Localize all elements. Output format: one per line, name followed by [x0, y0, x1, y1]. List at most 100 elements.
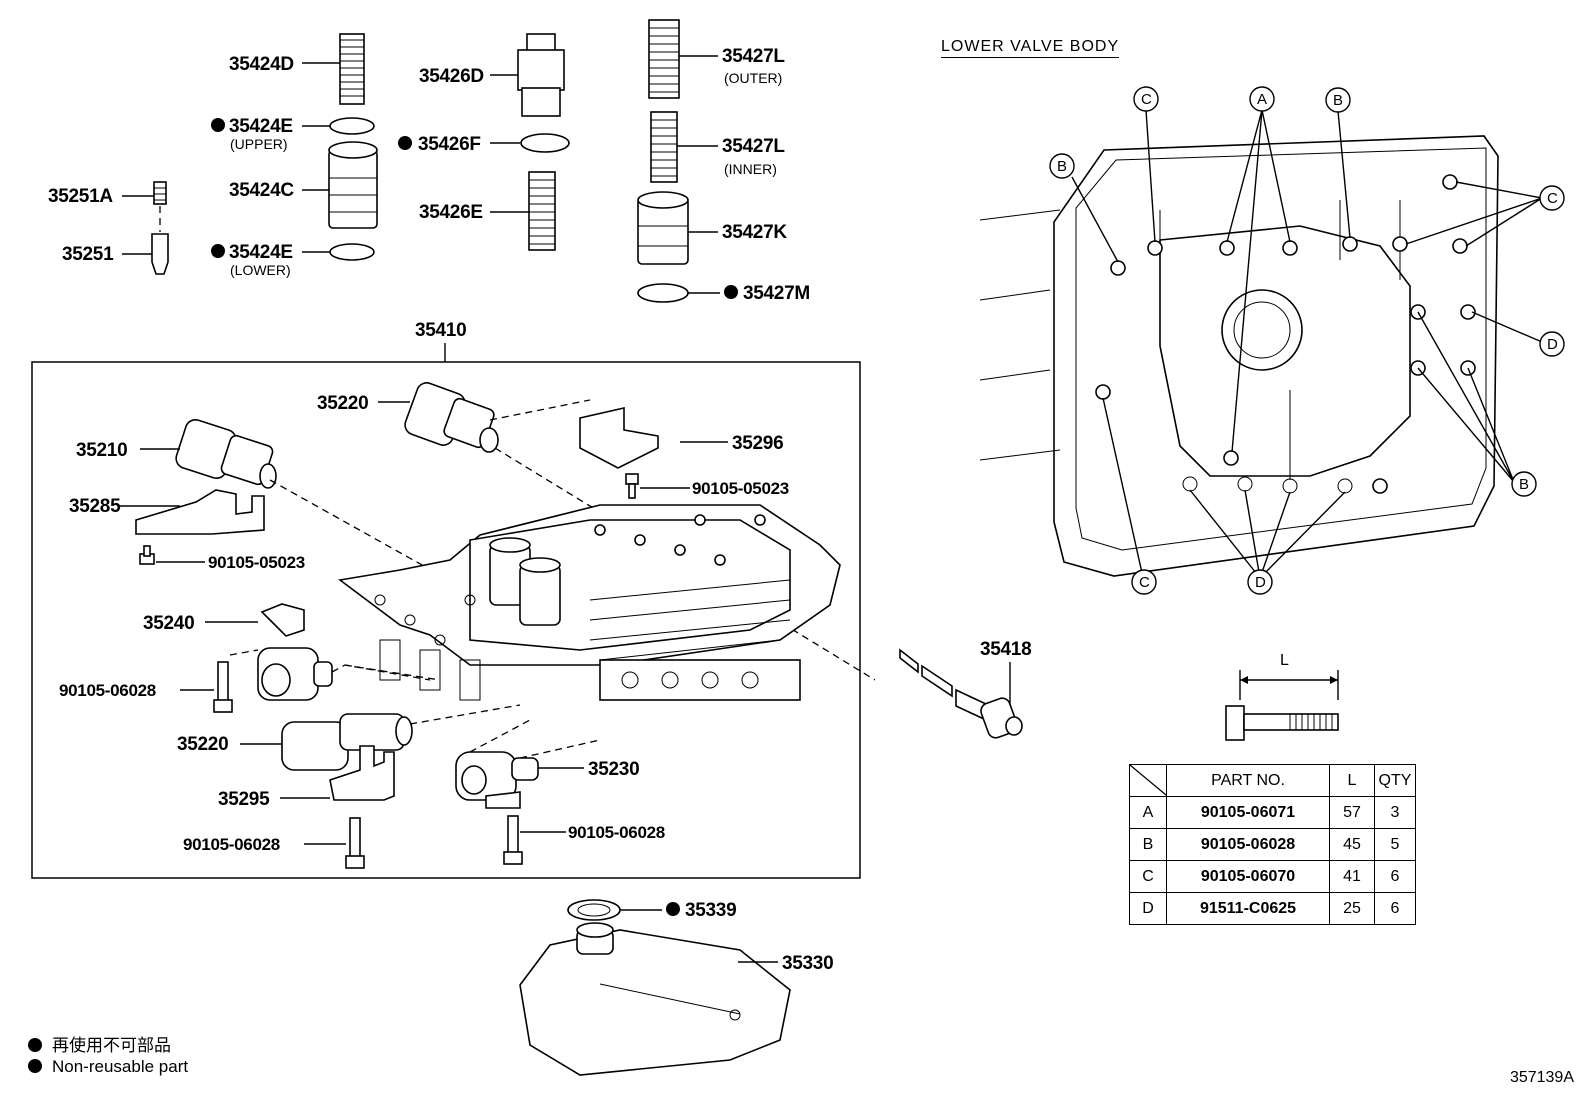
- sleeve-35424C: [328, 141, 378, 229]
- solenoid-35210: [175, 418, 277, 489]
- callout-B-top: B: [1333, 92, 1343, 109]
- label-bolt-35295: 90105-06028: [183, 835, 280, 854]
- table-row: D 91511-C0625 25 6: [1129, 892, 1416, 925]
- legend-en-text: Non-reusable part: [52, 1057, 189, 1076]
- spring-35426E: [528, 171, 556, 251]
- label-35251: 35251: [62, 244, 114, 265]
- header-part-no: PART NO.: [1166, 764, 1330, 797]
- callout-C-top: C: [1141, 91, 1152, 108]
- callout-D-right: D: [1547, 336, 1558, 353]
- row-key: A: [1129, 796, 1167, 829]
- bracket-35296: [579, 406, 659, 469]
- table-row: A 90105-06071 57 3: [1129, 796, 1416, 829]
- label-bolt-top-right: 90105-05023: [692, 479, 789, 498]
- label-35427K: 35427K: [722, 222, 787, 243]
- legend-en: Non-reusable part: [28, 1057, 188, 1077]
- valve-body-main: [338, 504, 841, 701]
- label-length-L: L: [1280, 652, 1289, 669]
- spring-35424D: [339, 33, 365, 105]
- row-part-no: 90105-06070: [1166, 860, 1330, 893]
- sleeve-35427K: [637, 191, 689, 265]
- row-length: 45: [1329, 828, 1375, 861]
- non-reusable-dot-icon: [28, 1038, 42, 1052]
- label-35330: 35330: [782, 953, 833, 974]
- gasket-35339: [567, 899, 621, 921]
- callout-A: A: [1257, 91, 1267, 108]
- bolt-90105-05023-top: [625, 473, 639, 499]
- oring-35426F: [520, 133, 570, 153]
- label-35418: 35418: [980, 639, 1031, 660]
- label-35426F: 35426F: [418, 134, 481, 155]
- header-l: L: [1329, 764, 1375, 797]
- label-bolt-35240: 90105-06028: [59, 681, 156, 700]
- solenoid-35240: [257, 603, 333, 701]
- callout-C-bottom: C: [1139, 574, 1150, 591]
- callout-circles: C A B B C D B C D: [1049, 86, 1565, 595]
- callout-D-bottom: D: [1255, 574, 1266, 591]
- lower-valve-body-drawing: [979, 135, 1499, 577]
- label-35296: 35296: [732, 433, 783, 454]
- row-qty: 5: [1374, 828, 1416, 861]
- diagram-code: 357139A: [1509, 1069, 1574, 1086]
- valve-35426D: [517, 33, 565, 117]
- bolt-spec-table: PART NO. L QTY A 90105-06071 57 3 B 9010…: [1129, 764, 1416, 925]
- label-35210: 35210: [76, 440, 127, 461]
- solenoid-35230: [455, 751, 539, 809]
- label-35339: 35339: [685, 900, 736, 921]
- label-35220-top: 35220: [317, 393, 368, 414]
- bolt-length-figure: [1225, 670, 1339, 741]
- label-35427L-inner: 35427L: [722, 136, 785, 157]
- bolt-90105-06028-35230: [503, 815, 523, 865]
- assembly-frame-35410: [31, 361, 861, 879]
- row-key: C: [1129, 860, 1167, 893]
- label-35230: 35230: [588, 759, 639, 780]
- bracket-35285: [135, 489, 265, 535]
- row-qty: 6: [1374, 860, 1416, 893]
- connector-35418: [899, 648, 1023, 739]
- callout-C-right: C: [1547, 190, 1558, 207]
- row-length: 41: [1329, 860, 1375, 893]
- label-35427L-outer-sub: (OUTER): [724, 70, 782, 86]
- label-35240: 35240: [143, 613, 194, 634]
- label-35424C: 35424C: [229, 180, 294, 201]
- label-bolt-35230: 90105-06028: [568, 823, 665, 842]
- bracket-35295: [329, 745, 395, 801]
- row-qty: 6: [1374, 892, 1416, 925]
- label-35295: 35295: [218, 789, 270, 810]
- row-length: 57: [1329, 796, 1375, 829]
- table-corner-cell: [1129, 764, 1167, 797]
- label-35424D: 35424D: [229, 54, 294, 75]
- label-35410: 35410: [415, 320, 466, 341]
- row-part-no: 90105-06028: [1166, 828, 1330, 861]
- row-part-no: 90105-06071: [1166, 796, 1330, 829]
- callout-B-left: B: [1057, 158, 1067, 175]
- plug-35251: [151, 233, 169, 275]
- label-35285: 35285: [69, 496, 121, 517]
- label-35426D: 35426D: [419, 66, 484, 87]
- bolt-90105-06028-35295: [345, 817, 365, 869]
- label-35220-bottom: 35220: [177, 734, 228, 755]
- bolt-90105-05023-left: [139, 545, 155, 565]
- solenoid-35220-top: [404, 382, 499, 453]
- label-35424E-upper-sub: (UPPER): [230, 136, 288, 152]
- oring-35424E-upper: [329, 117, 375, 135]
- label-35424E-upper: 35424E: [229, 116, 293, 137]
- spring-35427L-inner: [650, 111, 678, 183]
- callout-B-right: B: [1519, 476, 1529, 493]
- legend-jp-text: 再使用不可部品: [52, 1036, 171, 1055]
- strainer-35330: [519, 922, 791, 1076]
- table-header-row: PART NO. L QTY: [1129, 764, 1416, 797]
- row-key: D: [1129, 892, 1167, 925]
- oring-35427M: [637, 283, 689, 303]
- row-length: 25: [1329, 892, 1375, 925]
- label-35251A: 35251A: [48, 186, 113, 207]
- oring-35424E-lower: [329, 243, 375, 261]
- row-qty: 3: [1374, 796, 1416, 829]
- solenoid-35220-bottom: [281, 713, 413, 771]
- spring-35251A: [153, 181, 167, 205]
- label-35427L-inner-sub: (INNER): [724, 161, 777, 177]
- legend-jp: 再使用不可部品: [28, 1031, 171, 1056]
- label-bolt-left: 90105-05023: [208, 553, 305, 572]
- callout-leaders: [1071, 109, 1543, 583]
